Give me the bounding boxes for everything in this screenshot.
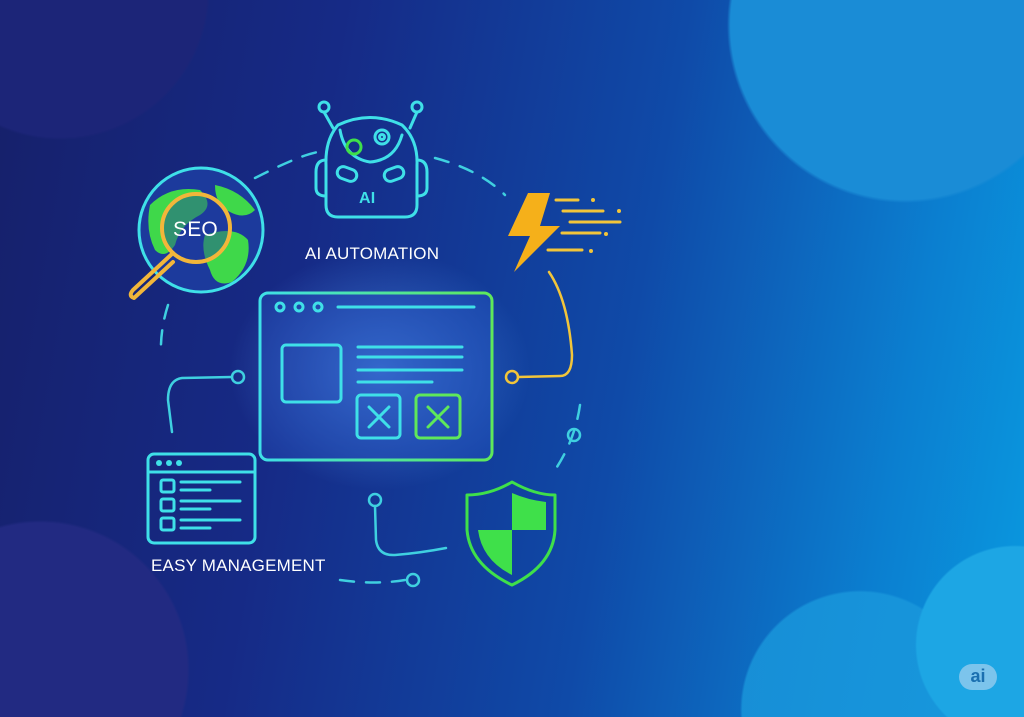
checklist-window-icon xyxy=(146,452,257,545)
connector-right xyxy=(504,270,574,385)
robot-icon xyxy=(314,100,429,219)
ai-automation-label: AI AUTOMATION xyxy=(305,244,440,263)
shield-icon xyxy=(465,480,557,587)
seo-globe-icon xyxy=(128,166,265,300)
dashed-ring xyxy=(159,150,582,584)
seo-label: SEO xyxy=(173,218,218,241)
lightning-icon xyxy=(508,193,622,272)
connector-left xyxy=(166,369,246,434)
connector-bottom xyxy=(367,427,582,588)
main-browser-window-icon xyxy=(258,291,494,462)
robot-ai-label: AI xyxy=(359,190,376,207)
easy-management-label: EASY MANAGEMENT xyxy=(151,556,326,575)
ai-badge-logo: ai xyxy=(959,664,997,690)
